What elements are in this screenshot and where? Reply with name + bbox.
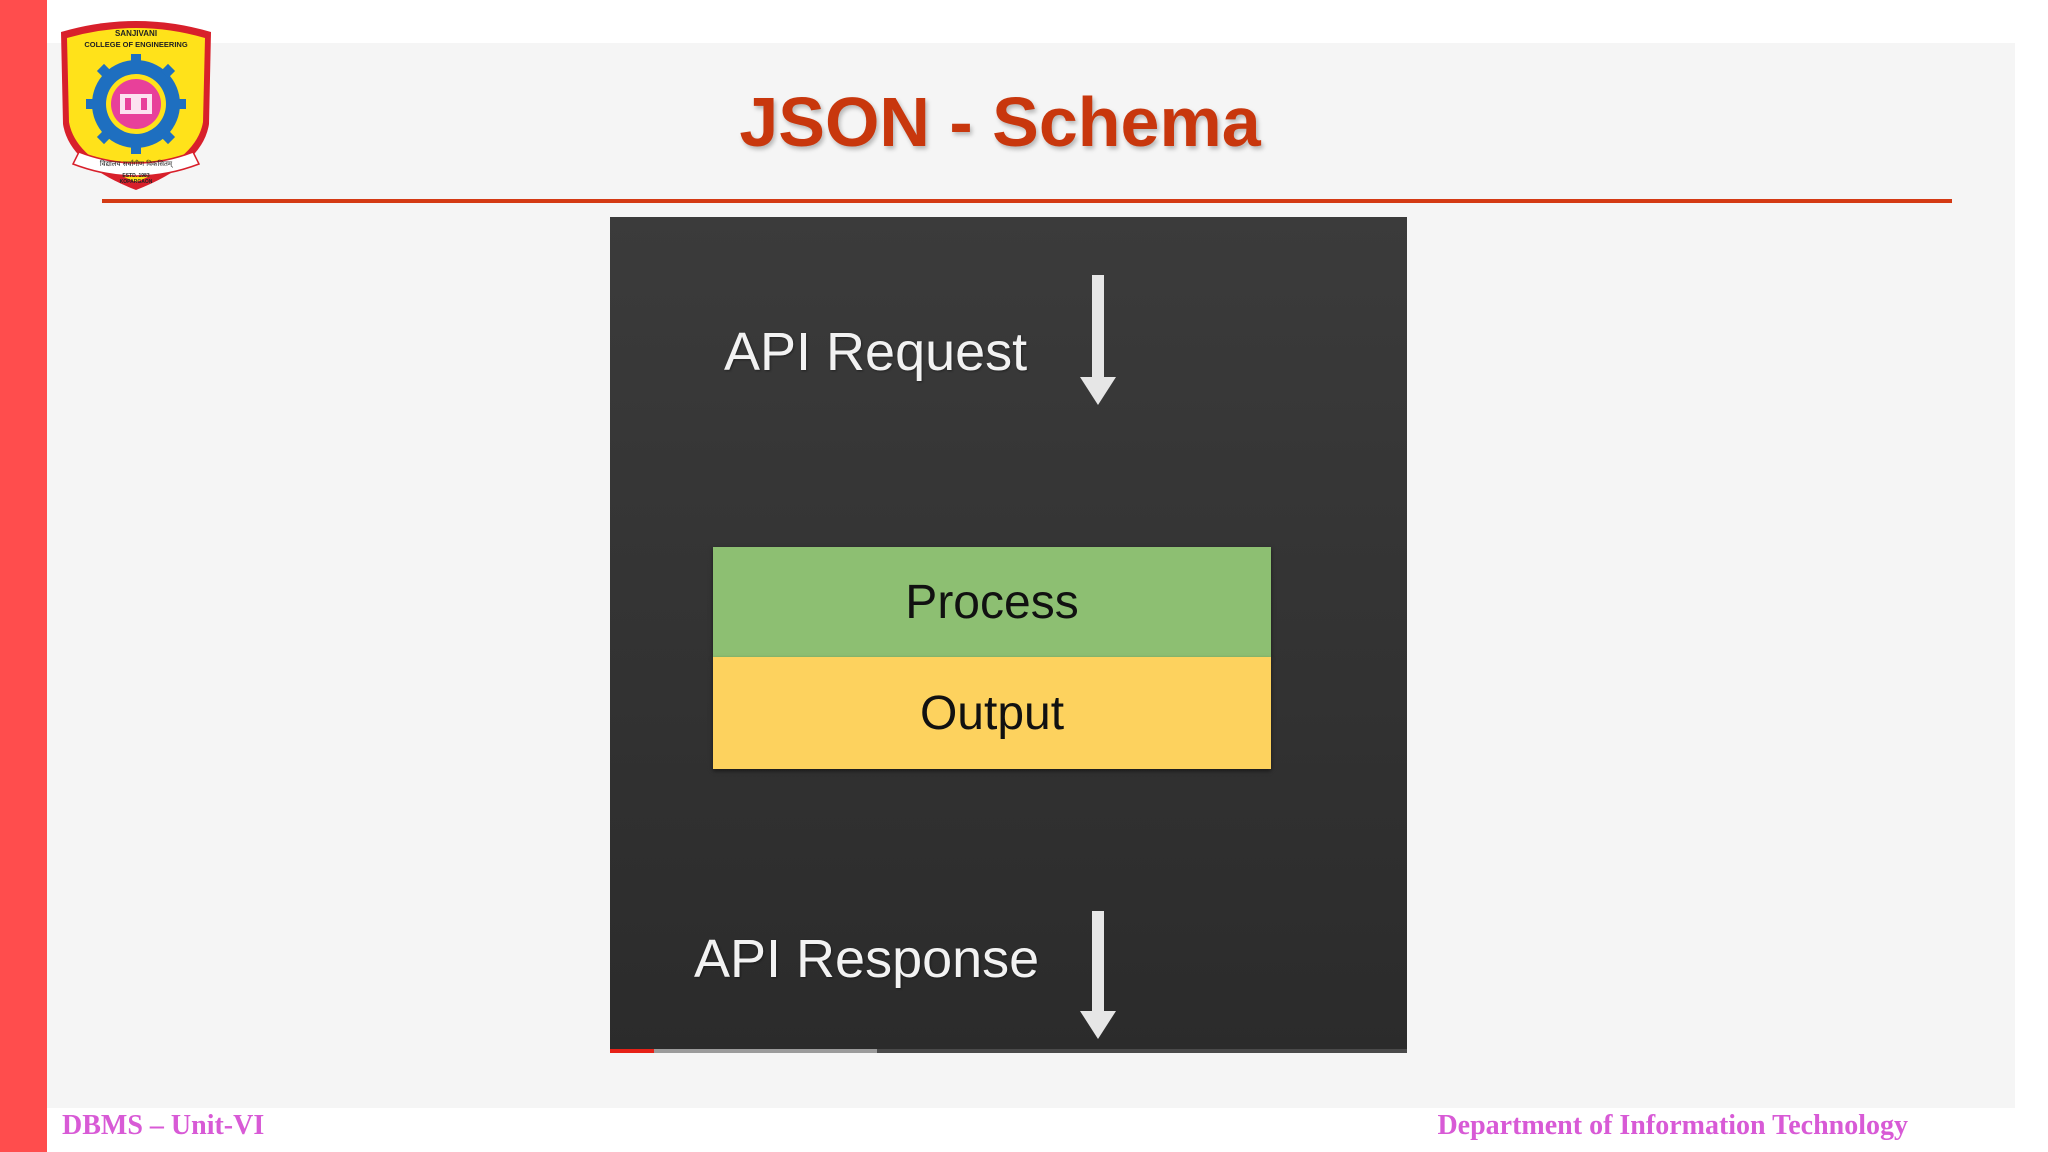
slide-title: JSON - Schema (739, 83, 1261, 161)
svg-text:विद्यालय सर्वांगीण विकसितम्: विद्यालय सर्वांगीण विकसितम् (100, 159, 173, 168)
svg-text:COLLEGE OF ENGINEERING: COLLEGE OF ENGINEERING (84, 40, 188, 49)
left-accent-bar (0, 0, 47, 1152)
footer-department-label: Department of Information Technology (1437, 1110, 1908, 1141)
process-box: Process (713, 547, 1271, 657)
college-logo: SANJIVANI COLLEGE OF ENGINEERING विद्याल… (61, 21, 211, 190)
down-arrow-icon (1080, 275, 1116, 405)
svg-text:ESTD. 1983: ESTD. 1983 (122, 173, 149, 179)
svg-text:KOPARGAON: KOPARGAON (120, 179, 153, 185)
footer-course-label: DBMS – Unit-VI (62, 1110, 265, 1141)
title-divider (102, 199, 1952, 203)
video-progress-bar[interactable] (610, 1049, 1407, 1053)
api-response-label: API Response (694, 929, 1040, 989)
process-label: Process (905, 575, 1079, 629)
api-request-label: API Request (724, 322, 1028, 382)
output-label: Output (919, 686, 1065, 740)
svg-text:SANJIVANI: SANJIVANI (115, 29, 157, 38)
video-progress-loaded (610, 1049, 877, 1053)
video-progress-played (610, 1049, 654, 1053)
embedded-video-frame[interactable]: API Request Process Output API Response (610, 217, 1407, 1053)
output-box: Output (713, 657, 1271, 769)
down-arrow-icon (1080, 911, 1116, 1039)
